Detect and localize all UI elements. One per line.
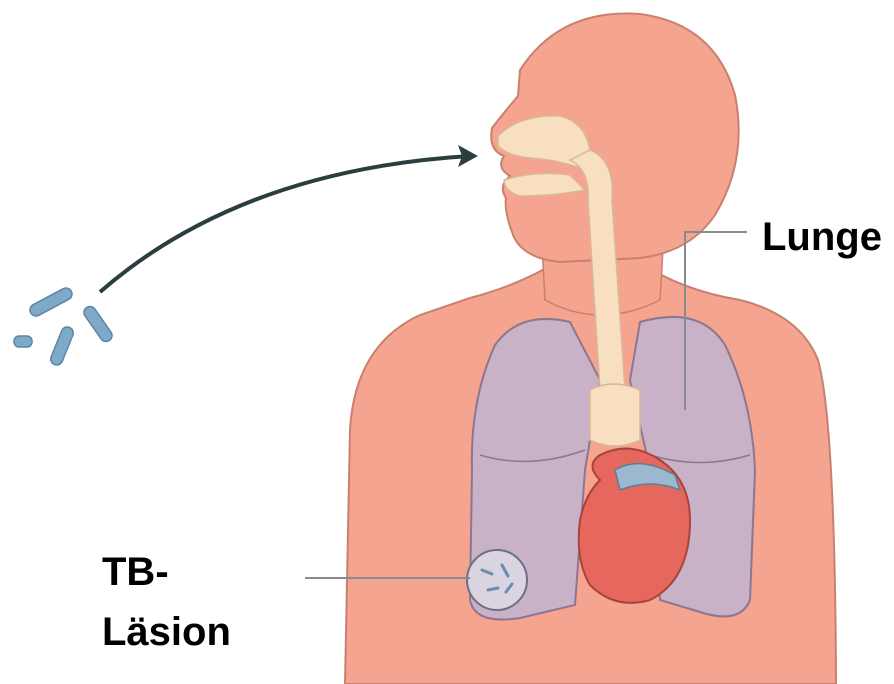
bacterium	[14, 336, 32, 347]
tb-lesion	[467, 550, 527, 610]
torso	[345, 260, 836, 684]
tb-lesion-label-line1: TB-	[102, 548, 169, 596]
lunge-label: Lunge	[762, 213, 882, 261]
larynx	[590, 384, 640, 446]
transmission-arrow	[100, 156, 470, 292]
bacterium	[82, 304, 115, 344]
bacterium	[28, 286, 74, 318]
tb-lesion-label-line2: Läsion	[102, 608, 231, 656]
bacterium	[49, 325, 75, 367]
